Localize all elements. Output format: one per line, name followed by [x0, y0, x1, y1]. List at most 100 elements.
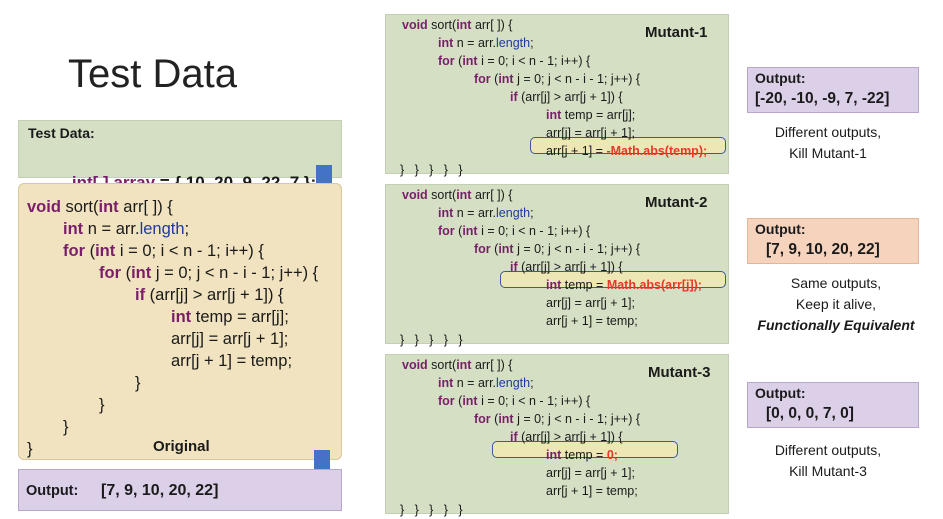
code-token: if	[510, 260, 518, 274]
original-output-value: [7, 9, 10, 20, 22]	[101, 482, 219, 499]
code-token: (	[454, 394, 463, 408]
code-token: temp = arr[j];	[191, 308, 289, 326]
code-token: } } } } }	[400, 333, 463, 347]
code-token: temp =	[564, 448, 607, 462]
mutant-3-verdict-line: Kill Mutant-3	[789, 463, 867, 479]
mutant-1-output-label: Output:	[755, 70, 806, 86]
code-token: i = 0; i < n - 1; i++) {	[477, 54, 591, 68]
code-token: if	[510, 430, 518, 444]
code-token: int	[456, 18, 472, 32]
code-token: n = arr.	[453, 376, 497, 390]
code-token: int	[462, 54, 478, 68]
code-line: void sort(int arr[ ]) {	[27, 198, 173, 217]
mutant-1-verdict-line: Different outputs,	[774, 124, 882, 140]
code-token: int	[438, 36, 454, 50]
test-data-label: Test Data:	[28, 125, 95, 141]
code-token: (	[490, 242, 499, 256]
code-token: void	[402, 358, 428, 372]
code-line: if (arr[j] > arr[j + 1]) {	[510, 90, 623, 104]
mutant-2-title: Mutant-2	[645, 194, 708, 211]
mutant-3-output-label: Output:	[755, 385, 806, 401]
code-token: void	[27, 198, 61, 216]
code-line: void sort(int arr[ ]) {	[402, 18, 512, 32]
code-line: arr[j] = arr[j + 1];	[546, 126, 635, 140]
mutant-3-title: Mutant-3	[648, 364, 711, 381]
code-token: int	[462, 394, 478, 408]
code-token: temp = arr[j];	[561, 108, 636, 122]
code-token: -Math.abs(temp);	[606, 144, 708, 158]
code-token: for	[438, 394, 455, 408]
code-line: for (int i = 0; i < n - 1; i++) {	[63, 242, 264, 261]
code-token: n = arr.	[453, 36, 497, 50]
code-line: for (int i = 0; i < n - 1; i++) {	[438, 224, 590, 238]
mutant-2-output-label: Output:	[755, 221, 806, 237]
code-token: sort(	[427, 188, 457, 202]
mutant-1-box: Mutant-1 void sort(int arr[ ]) {int n = …	[385, 14, 729, 177]
code-line: } } } } }	[400, 163, 463, 177]
code-line: } } } } }	[400, 333, 463, 347]
code-token: arr[ ]) {	[471, 188, 513, 202]
code-token: Math.abs(arr[j]);	[606, 278, 702, 292]
code-line: int temp = Math.abs(arr[j]);	[546, 278, 702, 292]
code-token: (arr[j] > arr[j + 1]) {	[517, 90, 623, 104]
mutant-1-verdict: Different outputs, Kill Mutant-1	[738, 122, 918, 164]
code-line: for (int j = 0; j < n - i - 1; j++) {	[474, 72, 640, 86]
code-token: arr[ ]) {	[118, 198, 173, 216]
code-token: j = 0; j < n - i - 1; j++) {	[151, 264, 319, 282]
code-token: length	[496, 36, 531, 50]
code-token: sort(	[427, 18, 457, 32]
mutation-highlight	[530, 137, 726, 154]
code-token: n = arr.	[453, 206, 497, 220]
code-token: ;	[184, 220, 190, 238]
code-token: (arr[j] > arr[j + 1]) {	[517, 430, 623, 444]
test-data-box: Test Data: int[ ] array = { 10, 20, 9, 2…	[18, 120, 342, 192]
code-line: for (int j = 0; j < n - i - 1; j++) {	[99, 264, 318, 283]
code-line: if (arr[j] > arr[j + 1]) {	[135, 286, 284, 305]
code-token: length	[496, 376, 531, 390]
code-token: arr[j] = arr[j + 1];	[546, 126, 635, 140]
code-token: temp =	[564, 278, 607, 292]
code-token: for	[438, 54, 455, 68]
code-token: (arr[j] > arr[j + 1]) {	[517, 260, 623, 274]
code-line: int temp = arr[j];	[171, 308, 289, 327]
code-line: for (int i = 0; i < n - 1; i++) {	[438, 54, 590, 68]
code-token: i = 0; i < n - 1; i++) {	[115, 242, 264, 260]
code-token: sort(	[427, 358, 457, 372]
code-token: int	[131, 264, 152, 282]
code-token: arr[ ]) {	[471, 18, 513, 32]
code-token: int	[171, 308, 192, 326]
code-token: arr[j] = arr[j + 1];	[546, 296, 635, 310]
code-token: for	[474, 412, 491, 426]
code-token: void	[402, 188, 428, 202]
code-token: (	[490, 72, 499, 86]
code-token: for	[474, 242, 491, 256]
code-token: n = arr.	[83, 220, 140, 238]
code-line: arr[j + 1] = temp;	[171, 352, 292, 371]
code-line: }	[135, 374, 141, 393]
code-token: arr[j + 1] = temp;	[546, 484, 638, 498]
code-token: (	[454, 54, 463, 68]
code-token: arr[j] = arr[j + 1];	[171, 330, 289, 348]
code-token: i = 0; i < n - 1; i++) {	[477, 224, 591, 238]
code-token: (	[454, 224, 463, 238]
code-line: if (arr[j] > arr[j + 1]) {	[510, 260, 623, 274]
code-token: int	[498, 412, 514, 426]
mutant-2-verdict: Same outputs, Keep it alive, Functionall…	[746, 273, 926, 336]
code-token: }	[135, 374, 141, 392]
code-token: int	[546, 108, 562, 122]
code-line: int n = arr.length;	[438, 206, 534, 220]
code-line: void sort(int arr[ ]) {	[402, 358, 512, 372]
code-token: for	[63, 242, 85, 260]
code-line: arr[j + 1] = temp;	[546, 314, 638, 328]
mutant-3-output-box: Output: [0, 0, 0, 7, 0]	[747, 382, 919, 428]
code-token: int	[456, 188, 472, 202]
code-token: int	[438, 206, 454, 220]
mutation-highlight	[500, 271, 726, 288]
mutant-3-verdict-line: Different outputs,	[774, 442, 882, 458]
code-token: arr[j + 1] = temp;	[546, 314, 638, 328]
code-line: arr[j + 1] = -Math.abs(temp);	[546, 144, 707, 158]
code-token: }	[63, 418, 69, 436]
code-token: if	[135, 286, 146, 304]
code-line: arr[j] = arr[j + 1];	[171, 330, 288, 349]
code-line: }	[63, 418, 69, 437]
